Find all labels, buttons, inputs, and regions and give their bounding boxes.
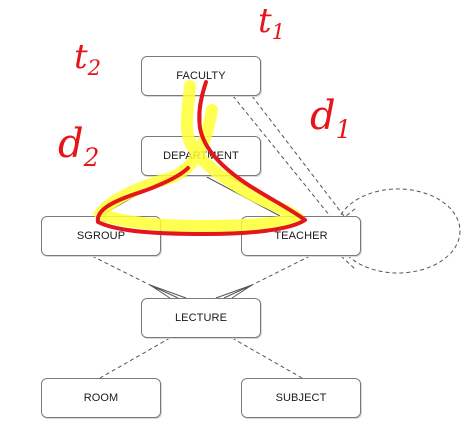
entity-subject-label: SUBJECT [275,392,327,404]
entity-teacher-label: TEACHER [274,230,328,242]
edge-department-teacher [204,175,281,217]
edge-lecture-room [99,337,171,379]
edge-department-sgroup [99,175,171,217]
entity-faculty-label: FACULTY [176,70,226,82]
crowfoot-sgroup-3 [149,284,187,299]
entity-room-label: ROOM [83,392,119,404]
entity-teacher[interactable]: TEACHER [241,216,361,256]
edge-teacher-lecture [241,255,311,291]
crowfoot-sgroup-1 [149,284,171,299]
edge-teacher-loop-b [340,255,357,271]
entity-lecture[interactable]: LECTURE [141,298,261,338]
crowfoot-teacher-1 [231,284,253,299]
edge-department-teacher-2 [227,175,301,217]
entity-sgroup[interactable]: SGROUP [41,216,161,256]
edge-lecture-subject [231,337,303,379]
crowfoot-teacher-3 [215,284,253,299]
entity-faculty[interactable]: FACULTY [141,56,261,96]
entity-room[interactable]: ROOM [41,378,161,418]
entity-lecture-label: LECTURE [174,312,228,324]
entity-department-label: DEPARTMENT [163,150,239,162]
entity-subject[interactable]: SUBJECT [241,378,361,418]
entity-department[interactable]: DEPARTMENT [141,136,261,176]
entity-sgroup-label: SGROUP [76,230,126,242]
edge-faculty-teacher-2 [251,95,345,217]
edge-sgroup-lecture [91,255,161,291]
